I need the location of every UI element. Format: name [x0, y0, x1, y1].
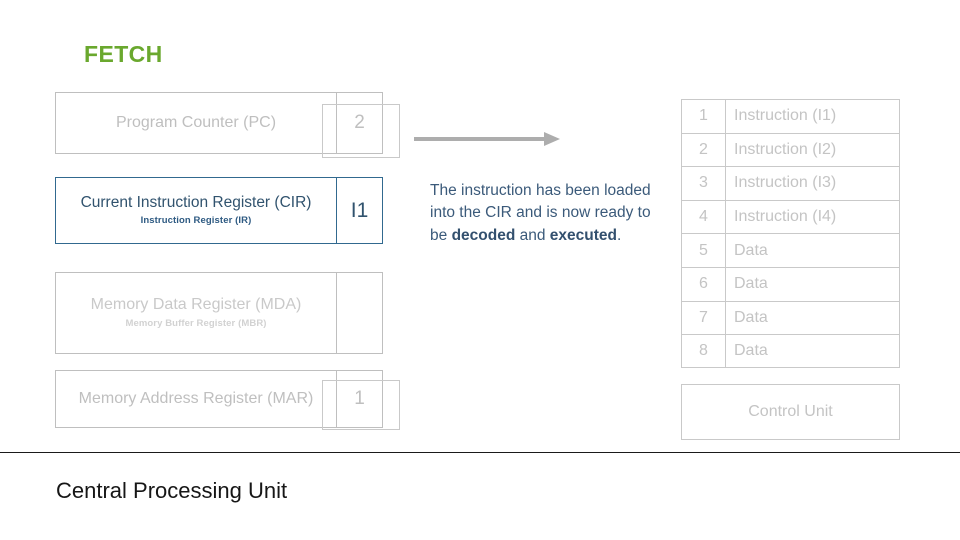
memory-content: Instruction (I3) — [734, 174, 837, 192]
memory-address: 3 — [682, 167, 726, 200]
stage-title: FETCH — [84, 41, 163, 67]
memory-row: 1 Instruction (I1) — [681, 99, 900, 133]
control-unit-box: Control Unit — [681, 384, 900, 440]
register-box-mar: Memory Address Register (MAR) 1 — [55, 370, 383, 428]
caption-keyword-executed: executed — [549, 226, 617, 244]
memory-address: 1 — [682, 100, 726, 133]
memory-content: Instruction (I1) — [734, 107, 837, 125]
register-box-cir: Current Instruction Register (CIR) Instr… — [55, 177, 383, 244]
footer-divider — [0, 452, 960, 453]
register-label-mdr: Memory Data Register (MDA) Memory Buffer… — [56, 273, 336, 353]
memory-row: 6 Data — [681, 266, 900, 301]
caption-line-4-plain: and — [519, 226, 550, 244]
memory-content: Data — [734, 341, 768, 359]
caption-line-4-end: . — [616, 226, 622, 244]
control-unit-label: Control Unit — [748, 403, 833, 420]
memory-table: 1 Instruction (I1) 2 Instruction (I2) 3 … — [681, 99, 900, 368]
memory-content: Instruction (I4) — [734, 208, 837, 226]
explanation-text: The instruction has been loaded into the… — [430, 180, 662, 247]
register-label-mar: Memory Address Register (MAR) — [56, 371, 336, 427]
register-label-cir: Current Instruction Register (CIR) Instr… — [56, 178, 336, 243]
caption-line-3-plain: now ready to be — [430, 204, 651, 244]
memory-row: 2 Instruction (I2) — [681, 132, 900, 167]
register-label-text-cir: Current Instruction Register (CIR) — [80, 194, 312, 211]
register-sublabel-cir: Instruction Register (IR) — [140, 215, 252, 227]
memory-row: 3 Instruction (I3) — [681, 166, 900, 200]
arrow-head — [544, 132, 560, 146]
register-value-pc: 2 — [336, 93, 382, 153]
memory-content: Data — [734, 275, 768, 293]
memory-row: 4 Instruction (I4) — [681, 199, 900, 234]
memory-address: 8 — [682, 335, 726, 367]
register-label-pc: Program Counter (PC) — [56, 93, 336, 153]
memory-row: 5 Data — [681, 233, 900, 267]
register-box-pc: Program Counter (PC) 2 — [55, 92, 383, 154]
arrow-shaft — [414, 137, 546, 141]
memory-content: Data — [734, 241, 768, 259]
memory-content: Instruction (I2) — [734, 140, 837, 158]
memory-address: 6 — [682, 267, 726, 301]
register-value-mdr — [336, 273, 382, 353]
memory-row: 8 Data — [681, 334, 900, 368]
memory-address: 5 — [682, 234, 726, 267]
register-value-mar: 1 — [336, 371, 382, 427]
caption-line-1: The instruction has been — [430, 182, 600, 199]
caption-keyword-decoded: decoded — [451, 226, 516, 244]
register-label-text-mdr: Memory Data Register (MDA) — [90, 296, 302, 314]
memory-address: 2 — [682, 133, 726, 167]
register-row-mdr: Memory Data Register (MDA) Memory Buffer… — [55, 272, 400, 354]
caption-line-2: loaded into the CIR and is — [430, 182, 651, 222]
memory-row: 7 Data — [681, 300, 900, 335]
register-value-cir: I1 — [336, 178, 382, 243]
right-arrow-icon — [414, 132, 564, 146]
memory-content: Data — [734, 308, 768, 326]
register-label-text-mar: Memory Address Register (MAR) — [78, 390, 314, 408]
register-row-cir: Current Instruction Register (CIR) Instr… — [55, 177, 385, 244]
memory-address: 7 — [682, 301, 726, 335]
register-box-mdr: Memory Data Register (MDA) Memory Buffer… — [55, 272, 383, 354]
register-sublabel-mdr: Memory Buffer Register (MBR) — [125, 318, 267, 330]
footer-title: Central Processing Unit — [56, 478, 288, 503]
register-row-mar: Memory Address Register (MAR) 1 — [55, 370, 400, 430]
register-row-pc: Program Counter (PC) 2 — [55, 92, 400, 158]
register-label-text-pc: Program Counter (PC) — [115, 114, 277, 132]
memory-address: 4 — [682, 200, 726, 234]
